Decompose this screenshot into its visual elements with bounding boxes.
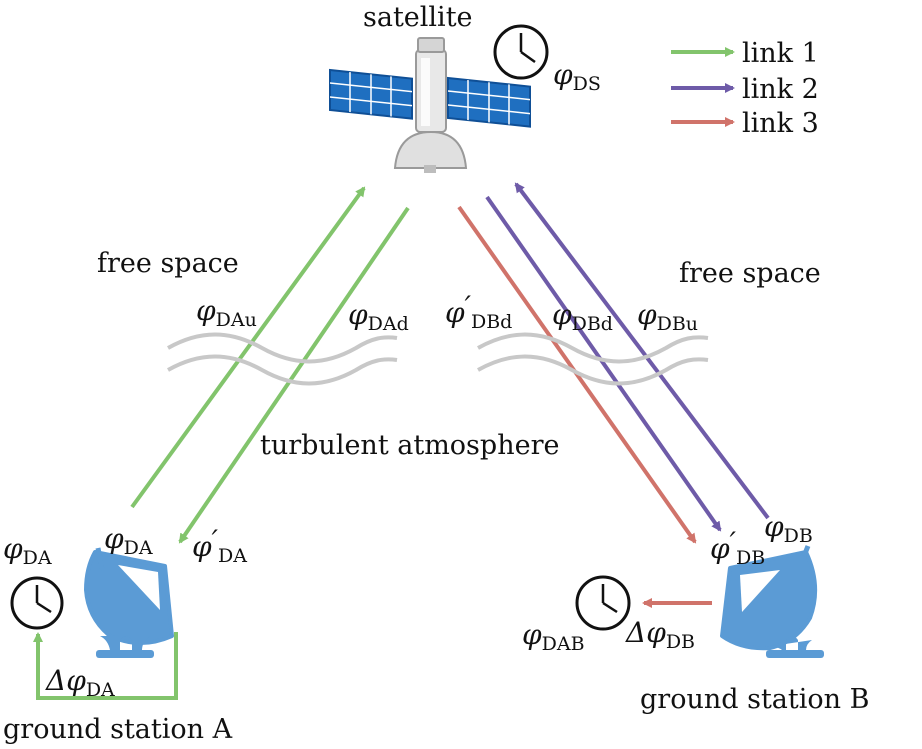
satellite-icon xyxy=(329,37,531,173)
varphi-dbd-prime-symbol: φ′DBd xyxy=(445,290,512,333)
link1-downlink-arrow xyxy=(178,206,410,544)
ground-station-b-clock-icon xyxy=(575,575,631,631)
phi-db-prime-symbol: φ′DB xyxy=(710,526,765,569)
ground-station-a-clock-icon xyxy=(10,576,64,630)
ground-station-a-label: ground station A xyxy=(3,714,233,745)
phi-da-prime-symbol: φ′DA xyxy=(192,524,247,567)
phi-db-symbol: φDB xyxy=(764,510,813,547)
delta-varphi-db-symbol: ΔφDB xyxy=(625,616,695,653)
legend-link2-label: link 2 xyxy=(742,74,819,105)
phi-da-symbol: φDA xyxy=(104,522,153,559)
satellite-label: satellite xyxy=(363,2,473,33)
ground-station-b-label: ground station B xyxy=(640,684,869,715)
solar-panel-right xyxy=(447,76,531,128)
ground-station-b-dish xyxy=(720,545,824,658)
free-space-label-left: free space xyxy=(97,248,239,279)
phi-ds-symbol: φDS xyxy=(553,58,601,95)
free-space-label-right: free space xyxy=(679,258,821,289)
satellite-clock-icon xyxy=(493,24,549,80)
link2-downlink-arrow xyxy=(485,195,722,532)
turbulent-atmosphere-label: turbulent atmosphere xyxy=(260,430,559,461)
varphi-dbd-symbol: φDBd xyxy=(552,298,613,335)
solar-panel-left xyxy=(329,68,413,120)
legend-link1-label: link 1 xyxy=(742,38,819,69)
link2-uplink-arrow xyxy=(514,182,770,520)
varphi-dbu-symbol: φDBu xyxy=(637,298,698,335)
turbulence-waves-right xyxy=(477,332,709,386)
satellite-antenna xyxy=(393,130,468,169)
varphi-dad-symbol: φDAd xyxy=(348,298,409,335)
legend-link3-label: link 3 xyxy=(742,108,819,139)
delta-varphi-da-symbol: ΔφDA xyxy=(45,664,115,701)
varphi-dau-symbol: φDAu xyxy=(196,294,257,331)
phi-dab-symbol: φDAB xyxy=(522,618,585,655)
link1-uplink-arrow xyxy=(130,186,366,509)
turbulence-waves-left xyxy=(167,332,398,386)
satellite-body xyxy=(415,49,447,133)
ground-station-a-dish xyxy=(84,547,174,658)
link1-feedback-arrow xyxy=(33,632,178,700)
phi-da-left-symbol: φDA xyxy=(3,532,52,569)
legend: link 1 link 2 link 3 xyxy=(671,38,819,139)
